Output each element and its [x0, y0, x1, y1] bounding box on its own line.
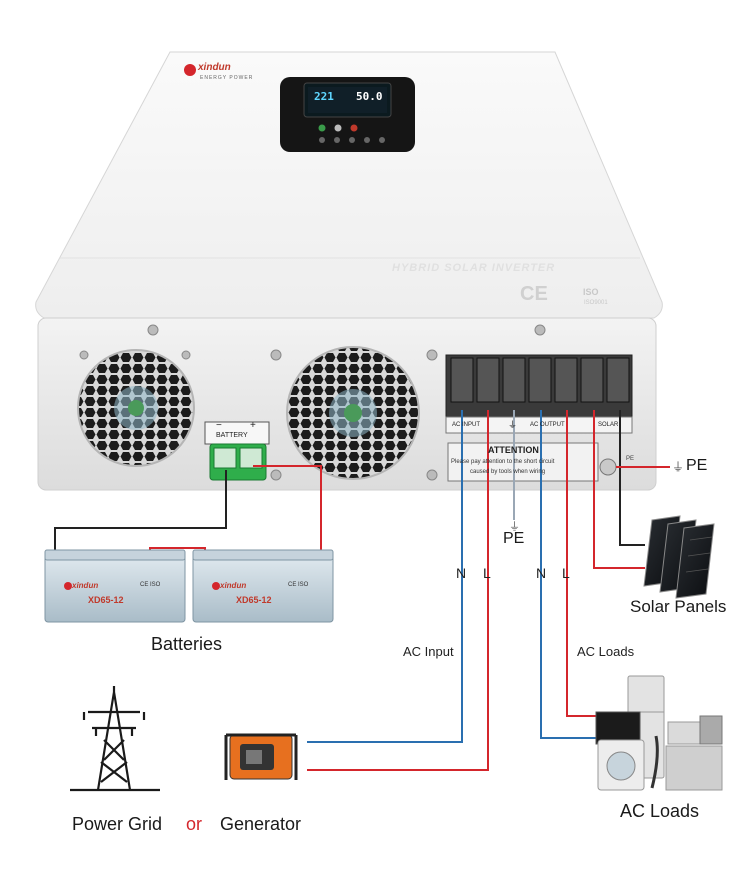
solar-panels-icon	[643, 515, 715, 599]
battery-1-cert: CE ISO	[140, 582, 161, 588]
screw-icon	[426, 349, 438, 361]
button-icon	[319, 137, 325, 143]
l-label-input: L	[483, 565, 491, 581]
led-icon	[334, 124, 342, 132]
or-label: or	[186, 814, 203, 834]
battery-2-model: XD65-12	[236, 595, 272, 605]
inverter-top-housing	[35, 51, 663, 319]
ac-output-terminal-label: AC OUTPUT	[530, 422, 565, 428]
screw-icon	[426, 469, 438, 481]
button-icon	[364, 137, 370, 143]
button-icon	[349, 137, 355, 143]
iso-9001-mark: ISO9001	[584, 300, 608, 306]
battery-terminal-block	[204, 421, 270, 481]
battery-2	[192, 549, 334, 623]
display-reading-left: 221	[314, 90, 334, 103]
led-icon	[350, 124, 358, 132]
ac-terminal-block	[445, 354, 633, 482]
attention-line-1: Please pay attention to the short circui…	[451, 459, 555, 465]
ac-loads-label: AC Loads	[620, 801, 700, 821]
ground-terminal-symbol: ⏚	[508, 420, 518, 430]
ground-symbol-right: ⏚	[672, 460, 685, 474]
pe-right-label: PE	[686, 457, 708, 474]
brand-logo-icon	[184, 64, 196, 76]
lcd-control-panel	[280, 77, 415, 152]
ac-input-wire-label: AC Input	[403, 644, 454, 659]
cooling-fan-center	[286, 346, 420, 480]
batteries-label: Batteries	[151, 634, 223, 654]
display-reading-right: 50.0	[356, 90, 383, 103]
battery-1	[44, 549, 186, 623]
n-label-output: N	[536, 565, 547, 581]
led-icon	[318, 124, 326, 132]
power-grid-tower-icon	[70, 686, 160, 792]
generator-label: Generator	[220, 814, 302, 834]
battery-2-cert: CE ISO	[288, 582, 309, 588]
solar-panels-label: Solar Panels	[630, 597, 727, 616]
battery-terminal-label: BATTERY	[216, 432, 248, 439]
battery-1-brand: xindun	[72, 581, 99, 590]
attention-title: ATTENTION	[488, 445, 539, 455]
pe-bottom-label: PE	[503, 530, 525, 547]
screw-icon	[181, 350, 191, 360]
ce-mark: CE	[520, 283, 548, 305]
cooling-fan-left	[77, 349, 195, 467]
screw-icon	[270, 349, 282, 361]
brand-logo: xindun	[198, 62, 231, 73]
inverter	[35, 51, 663, 491]
generator-icon	[224, 733, 298, 780]
attention-line-2: caused by tools when wiring	[470, 469, 546, 475]
brand-subtitle: ENERGY POWER	[200, 75, 254, 81]
solar-terminal-label: SOLAR	[598, 422, 619, 428]
battery-minus-label: −	[216, 420, 222, 431]
screw-icon	[270, 469, 282, 481]
screw-icon	[79, 350, 89, 360]
ac-input-terminal-label: AC INPUT	[452, 422, 481, 428]
l-label-output: L	[562, 565, 570, 581]
ac-loads-wire-label: AC Loads	[577, 644, 635, 659]
pe-small-label: PE	[626, 456, 635, 462]
ac-loads-appliances-icon	[595, 675, 723, 791]
n-label-input: N	[456, 565, 467, 581]
battery-1-model: XD65-12	[88, 595, 124, 605]
iso-mark: ISO	[583, 287, 599, 297]
ground-symbol-bottom: ⏚	[509, 521, 520, 533]
battery-2-brand: xindun	[220, 581, 247, 590]
button-icon	[334, 137, 340, 143]
power-grid-label: Power Grid	[72, 814, 163, 834]
screw-icon	[534, 324, 546, 336]
button-icon	[379, 137, 385, 143]
screw-icon	[147, 324, 159, 336]
ground-screw-icon	[599, 458, 617, 476]
device-title: HYBRID SOLAR INVERTER	[392, 262, 556, 274]
battery-plus-label: +	[250, 420, 256, 431]
